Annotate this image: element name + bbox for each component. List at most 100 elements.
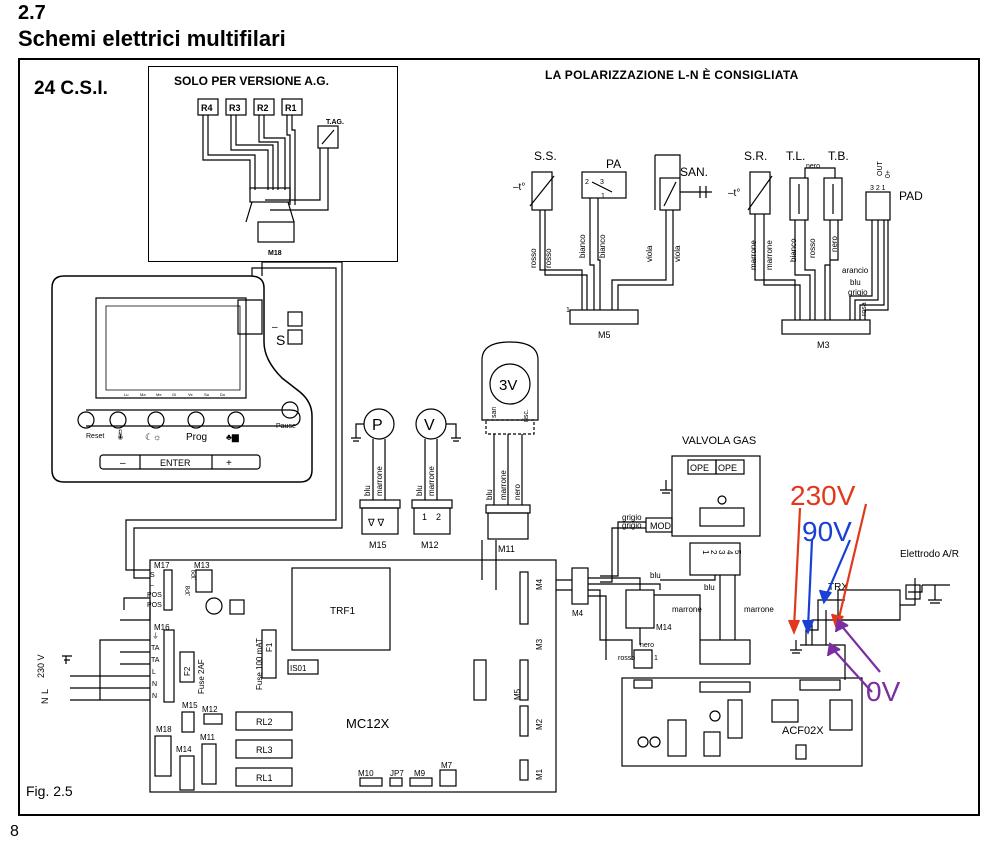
m18-board-label: M18 [156,725,172,734]
svg-text:bianco: bianco [598,234,607,258]
svg-text:arancio: arancio [842,266,869,275]
svg-text:grigio: grigio [622,521,642,530]
svg-text:2: 2 [709,550,718,555]
m4-board-label: M4 [535,578,544,590]
svg-text:3 2 1: 3 2 1 [870,185,886,192]
svg-text:∇ ∇: ∇ ∇ [367,518,384,529]
section-number: 2.7 [18,2,46,24]
ag-resistors: R4 R3 R2 R1 T.AG. M18 [197,98,344,257]
svg-text:TA: TA [151,645,160,652]
pad-label: PAD [899,189,923,203]
pad-out-label: OUT [877,161,884,177]
svg-text:nero: nero [640,642,654,649]
ignition-group: M4 M14 nero rosso 1 blu marrone 1 2 3 4 … [571,542,959,767]
sr-label: S.R. [744,149,767,163]
main-board: TRF1 Fuse 100 mAT F1 F2 Fuse 2AF IS01 MC… [36,540,572,793]
m14-board-label: M14 [176,745,192,754]
svg-text:rosso: rosso [808,238,817,258]
svg-text:1: 1 [701,550,710,555]
svg-text:bianco: bianco [578,234,587,258]
svg-text:grigio: grigio [848,288,868,297]
svg-text:3: 3 [600,179,604,186]
svg-text:OPE: OPE [718,463,737,473]
svg-text:POS: POS [147,592,162,599]
relay-rl3: RL3 [256,745,273,755]
svg-text:viola: viola [673,245,682,262]
svg-text:OPE: OPE [690,463,709,473]
svg-text:viola: viola [645,245,654,262]
voltage-arrows [787,503,881,693]
m5-board-label: M5 [513,688,522,700]
panel-s-label: S [276,332,285,348]
panel-dash-label: – [272,322,278,333]
m5-sensor-group: S.S. PA SAN. –t° 2 3 1 M5 1 rosso rosso … [513,149,712,340]
svg-text:marrone: marrone [749,240,758,270]
svg-text:1: 1 [654,655,658,662]
m18-ag-label: M18 [268,250,282,257]
ag-version-title: SOLO PER VERSIONE A.G. [174,74,329,88]
svg-text:M14: M14 [656,623,672,632]
is01-label: IS01 [290,664,307,673]
m15-board-label: M15 [182,701,198,710]
plus-label: + [226,458,232,469]
valve3v-symbol: 3V [499,377,517,394]
svg-text:–t°: –t° [513,182,525,193]
m5-label: M5 [598,330,611,340]
svg-text:grigio: grigio [622,513,642,522]
figure-label: Fig. 2.5 [26,783,73,799]
electrode-label: Elettrodo A/R [900,549,959,560]
svg-text:3: 3 [717,550,726,555]
svg-text:blu: blu [704,583,715,592]
svg-text:JP8: JP8 [186,585,192,596]
svg-text:☾☼: ☾☼ [145,432,161,442]
res-r2: R2 [257,103,269,113]
svg-text:L: L [152,669,156,676]
svg-text:N: N [152,693,157,700]
relay-rl1: RL1 [256,773,273,783]
gas-valve-group: VALVOLA GAS OPE OPE MOD grigio grigio [600,435,761,583]
page-number: 8 [10,823,19,840]
m17-label: M17 [154,561,170,570]
relay-rl2: RL2 [256,717,273,727]
enter-label: ENTER [160,458,191,468]
power-voltage: 230 V [36,654,46,678]
svg-text:Lu: Lu [124,392,128,397]
svg-text:Sa: Sa [204,392,210,397]
m1-label: M1 [535,768,544,780]
svg-text:🌡: 🌡 [114,429,127,441]
prog-label: Prog [186,432,207,443]
m4-label: M4 [572,609,584,618]
voltage-90-annotation: 90V [802,516,852,547]
diagram-frame [18,58,980,816]
m2-label: M2 [535,718,544,730]
svg-text:rosa: rosa [861,302,868,316]
svg-text:TA: TA [151,657,160,664]
m10-label: M10 [358,769,374,778]
svg-text:MOD: MOD [650,521,671,531]
model-label: 24 C.S.I. [34,78,108,99]
m12-fan-label: M12 [421,540,439,550]
pump-fan-valve: P V ∇ ∇ 1 2 M15 M12 blu marrone blu marr… [351,341,539,554]
acf02x-label: ACF02X [782,725,824,737]
svg-text:1: 1 [601,193,605,200]
svg-text:blu: blu [415,485,424,496]
svg-text:5: 5 [733,550,742,555]
gas-valve-title: VALVOLA GAS [682,435,756,447]
ss-label: S.S. [534,149,557,163]
svg-text:marrone: marrone [672,605,702,614]
polarization-note: LA POLARIZZAZIONE L-N È CONSIGLIATA [545,68,799,82]
pad-plus-label: 0+ [885,170,892,178]
pause-label: Pause [276,423,296,430]
svg-text:N: N [152,681,157,688]
svg-text:marrone: marrone [765,240,774,270]
m3-board-label: M3 [535,638,544,650]
m3-sensor-group: S.R. T.L. T.B. PAD 3 2 1 OUT 0+ –t° nero… [728,149,923,350]
svg-text:N: N [40,698,50,705]
m3-label: M3 [817,340,830,350]
svg-text:–: – [150,582,154,589]
svg-text:rosso: rosso [544,248,553,268]
svg-text:Do: Do [220,392,226,397]
fuse1-label: Fuse 100 mAT [255,638,264,690]
fuse2-label: Fuse 2AF [197,659,206,694]
svg-text:Gi: Gi [172,392,176,397]
